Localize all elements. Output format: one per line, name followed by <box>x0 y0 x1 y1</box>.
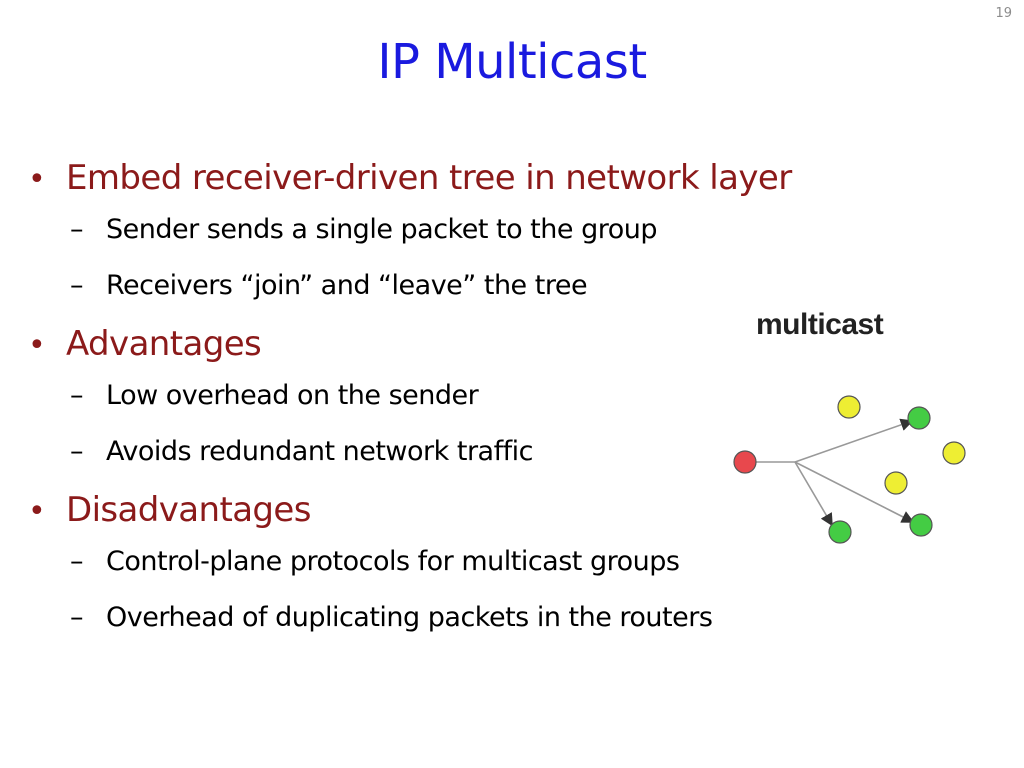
bullet-item: • Disadvantages – Control-plane protocol… <box>28 490 928 646</box>
sub-bullet-text: Sender sends a single packet to the grou… <box>106 214 658 245</box>
dash-icon: – <box>70 214 84 245</box>
sub-bullet-list: – Sender sends a single packet to the gr… <box>28 202 928 314</box>
sender-node <box>733 450 757 474</box>
dash-icon: – <box>70 546 84 577</box>
multicast-diagram: multicast <box>720 300 980 560</box>
sub-bullet-item: – Low overhead on the sender <box>70 368 928 424</box>
sub-bullet-item: – Avoids redundant network traffic <box>70 424 928 480</box>
sub-bullet-item: – Receivers “join” and “leave” the tree <box>70 258 928 314</box>
edge-arrow <box>794 461 833 527</box>
bullet-text: Embed receiver-driven tree in network la… <box>66 158 792 198</box>
receiver-node <box>828 520 852 544</box>
idle-node <box>884 471 908 495</box>
slide-number: 19 <box>995 6 1012 21</box>
bullet-item: • Embed receiver-driven tree in network … <box>28 158 928 314</box>
sub-bullet-item: – Overhead of duplicating packets in the… <box>70 590 928 646</box>
bullet-list: • Embed receiver-driven tree in network … <box>28 158 928 656</box>
sub-bullet-list: – Low overhead on the sender – Avoids re… <box>28 368 928 480</box>
diagram-label: multicast <box>756 308 884 341</box>
bullet-text: Advantages <box>66 324 262 364</box>
dash-icon: – <box>70 602 84 633</box>
receiver-node <box>909 513 933 537</box>
bullet-text: Disadvantages <box>66 490 311 530</box>
dash-icon: – <box>70 436 84 467</box>
bullet-item: • Advantages – Low overhead on the sende… <box>28 324 928 480</box>
edge-arrow <box>794 418 914 463</box>
sub-bullet-text: Low overhead on the sender <box>106 380 479 411</box>
slide-title: IP Multicast <box>377 34 647 90</box>
dash-icon: – <box>70 380 84 411</box>
multicast-graph <box>733 395 966 544</box>
sub-bullet-item: – Control-plane protocols for multicast … <box>70 534 928 590</box>
bullet-row: • Embed receiver-driven tree in network … <box>28 158 928 202</box>
idle-node <box>837 395 861 419</box>
idle-node <box>942 441 966 465</box>
dash-icon: – <box>70 270 84 301</box>
sub-bullet-item: – Sender sends a single packet to the gr… <box>70 202 928 258</box>
edge-arrow <box>794 461 915 523</box>
bullet-row: • Advantages <box>28 324 928 368</box>
bullet-dot-icon: • <box>28 162 46 197</box>
receiver-node <box>907 406 931 430</box>
sub-bullet-text: Receivers “join” and “leave” the tree <box>106 270 588 301</box>
bullet-dot-icon: • <box>28 328 46 363</box>
sub-bullet-text: Control-plane protocols for multicast gr… <box>106 546 680 577</box>
sub-bullet-list: – Control-plane protocols for multicast … <box>28 534 928 646</box>
sub-bullet-text: Avoids redundant network traffic <box>106 436 533 467</box>
bullet-dot-icon: • <box>28 494 46 529</box>
sub-bullet-text: Overhead of duplicating packets in the r… <box>106 602 713 633</box>
bullet-row: • Disadvantages <box>28 490 928 534</box>
